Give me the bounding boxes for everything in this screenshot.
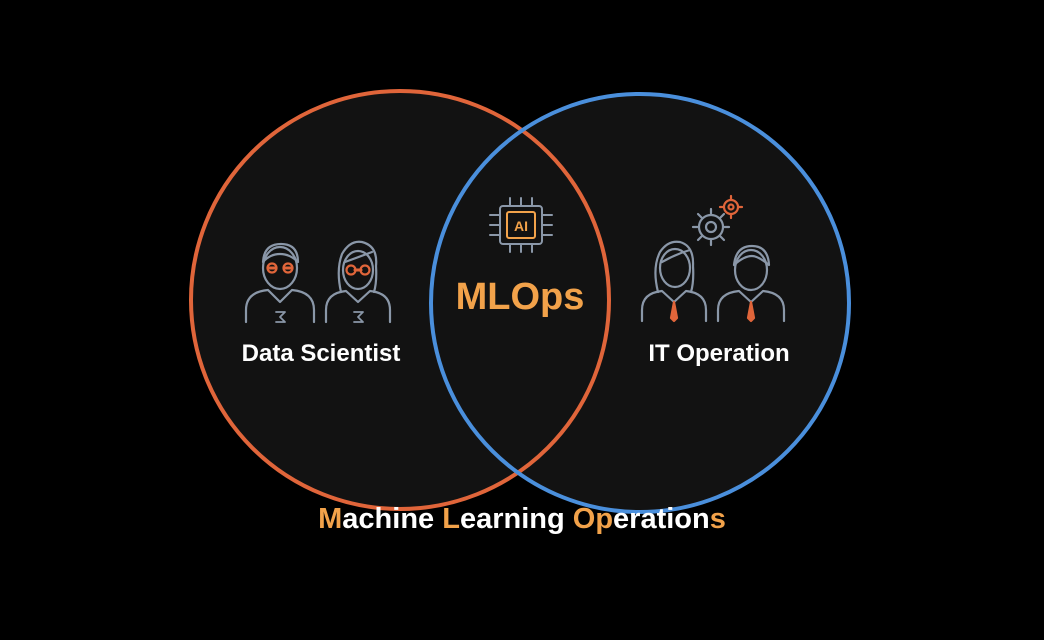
female-scientist-icon — [324, 240, 392, 324]
caption-part: s — [709, 503, 726, 535]
male-operator-icon — [716, 244, 786, 323]
caption-part: Op — [572, 503, 614, 535]
caption-part: achine — [342, 503, 443, 535]
caption-part: L — [442, 503, 460, 535]
mlops-label: MLOps — [455, 276, 585, 318]
caption-machine-learning-operations: Machine Learning Operations — [0, 503, 1044, 536]
caption-part: earning — [459, 503, 573, 535]
data-scientists-icon — [244, 240, 392, 324]
it-operators-icon — [640, 194, 786, 323]
data-scientist-label: Data Scientist — [241, 340, 401, 367]
female-operator-icon — [640, 240, 708, 323]
it-operation-label: IT Operation — [648, 340, 790, 367]
caption-part: M — [318, 503, 343, 535]
ai-chip-text: AI — [514, 218, 528, 234]
caption-part: eration — [613, 503, 710, 535]
ai-chip-icon — [489, 197, 553, 253]
right-circle-fill — [431, 94, 849, 512]
data-scientist-circle — [189, 89, 611, 511]
male-scientist-icon — [244, 242, 316, 324]
it-operation-circle — [429, 92, 851, 514]
gear-icon — [691, 194, 744, 247]
